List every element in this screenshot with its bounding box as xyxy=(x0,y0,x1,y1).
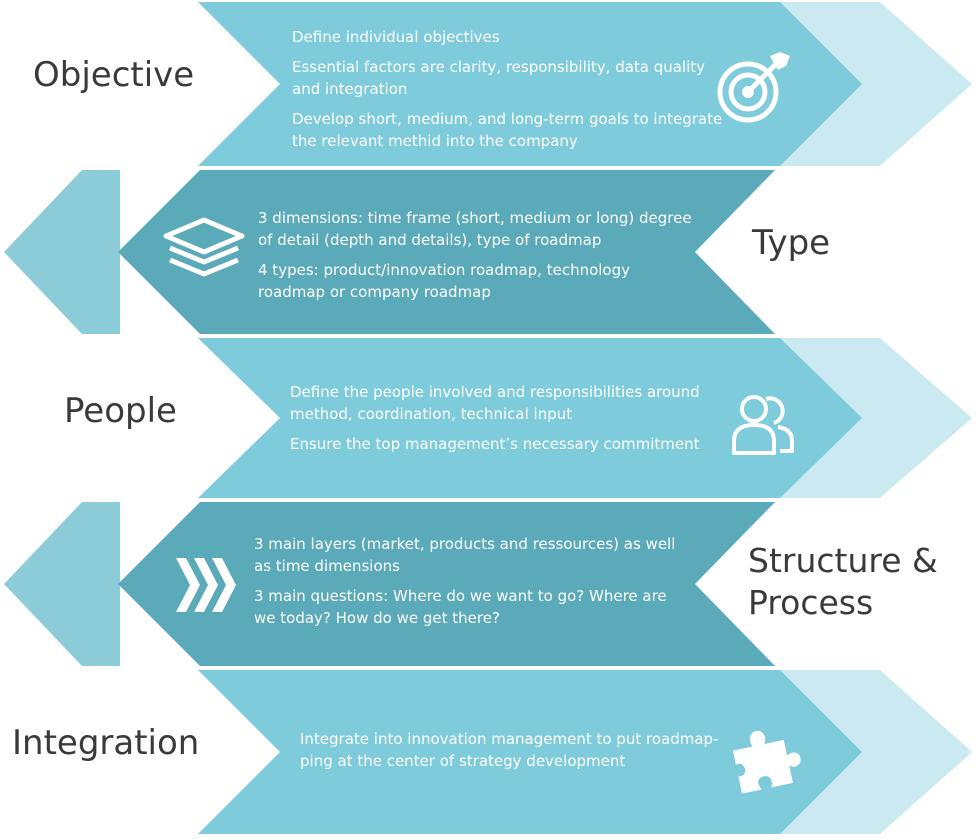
band-integration-tail xyxy=(780,670,972,834)
people-icon xyxy=(732,395,794,455)
label-people: People xyxy=(64,391,177,431)
bullet: Ensure the top management’s necessary co… xyxy=(290,435,700,453)
target-icon xyxy=(717,52,790,123)
structure-text: 3 main layers (market, products and ress… xyxy=(254,533,684,637)
triple-chevron-icon xyxy=(176,558,236,612)
bullet: Develop short, medium, and long-term goa… xyxy=(292,110,723,150)
band-objective-tail xyxy=(780,2,972,166)
bullet: Define individual objectives xyxy=(292,28,500,46)
band-structure-tail xyxy=(4,502,120,666)
bullet: 4 types: product/innovation roadmap, tec… xyxy=(258,261,631,301)
band-type-tail xyxy=(4,170,120,334)
band-integration xyxy=(198,670,862,834)
bullet: Essential factors are clarity, responsib… xyxy=(292,58,706,98)
bullet: Define the people involved and responsib… xyxy=(290,383,700,423)
bullet: 3 dimensions: time frame (short, medium … xyxy=(258,209,692,249)
layers-icon xyxy=(163,217,245,277)
puzzle-icon xyxy=(732,730,801,794)
label-integration: Integration xyxy=(12,723,200,763)
band-structure xyxy=(118,502,775,666)
band-people xyxy=(198,338,862,498)
label-objective: Objective xyxy=(33,55,195,95)
band-type xyxy=(118,170,775,334)
bullet: Integrate into innovation management to … xyxy=(300,730,719,770)
objective-text: Define individual objectives Essential f… xyxy=(292,26,732,160)
band-objective xyxy=(198,2,862,166)
band-people-tail xyxy=(780,338,972,498)
integration-text: Integrate into innovation management to … xyxy=(300,728,720,780)
bullet: 3 main layers (market, products and ress… xyxy=(254,535,676,575)
bullet: 3 main questions: Where do we want to go… xyxy=(254,587,667,627)
label-structure-process: Structure & Process xyxy=(748,541,938,622)
type-text: 3 dimensions: time frame (short, medium … xyxy=(258,207,698,311)
people-text: Define the people involved and responsib… xyxy=(290,381,710,463)
label-type: Type xyxy=(752,223,831,263)
